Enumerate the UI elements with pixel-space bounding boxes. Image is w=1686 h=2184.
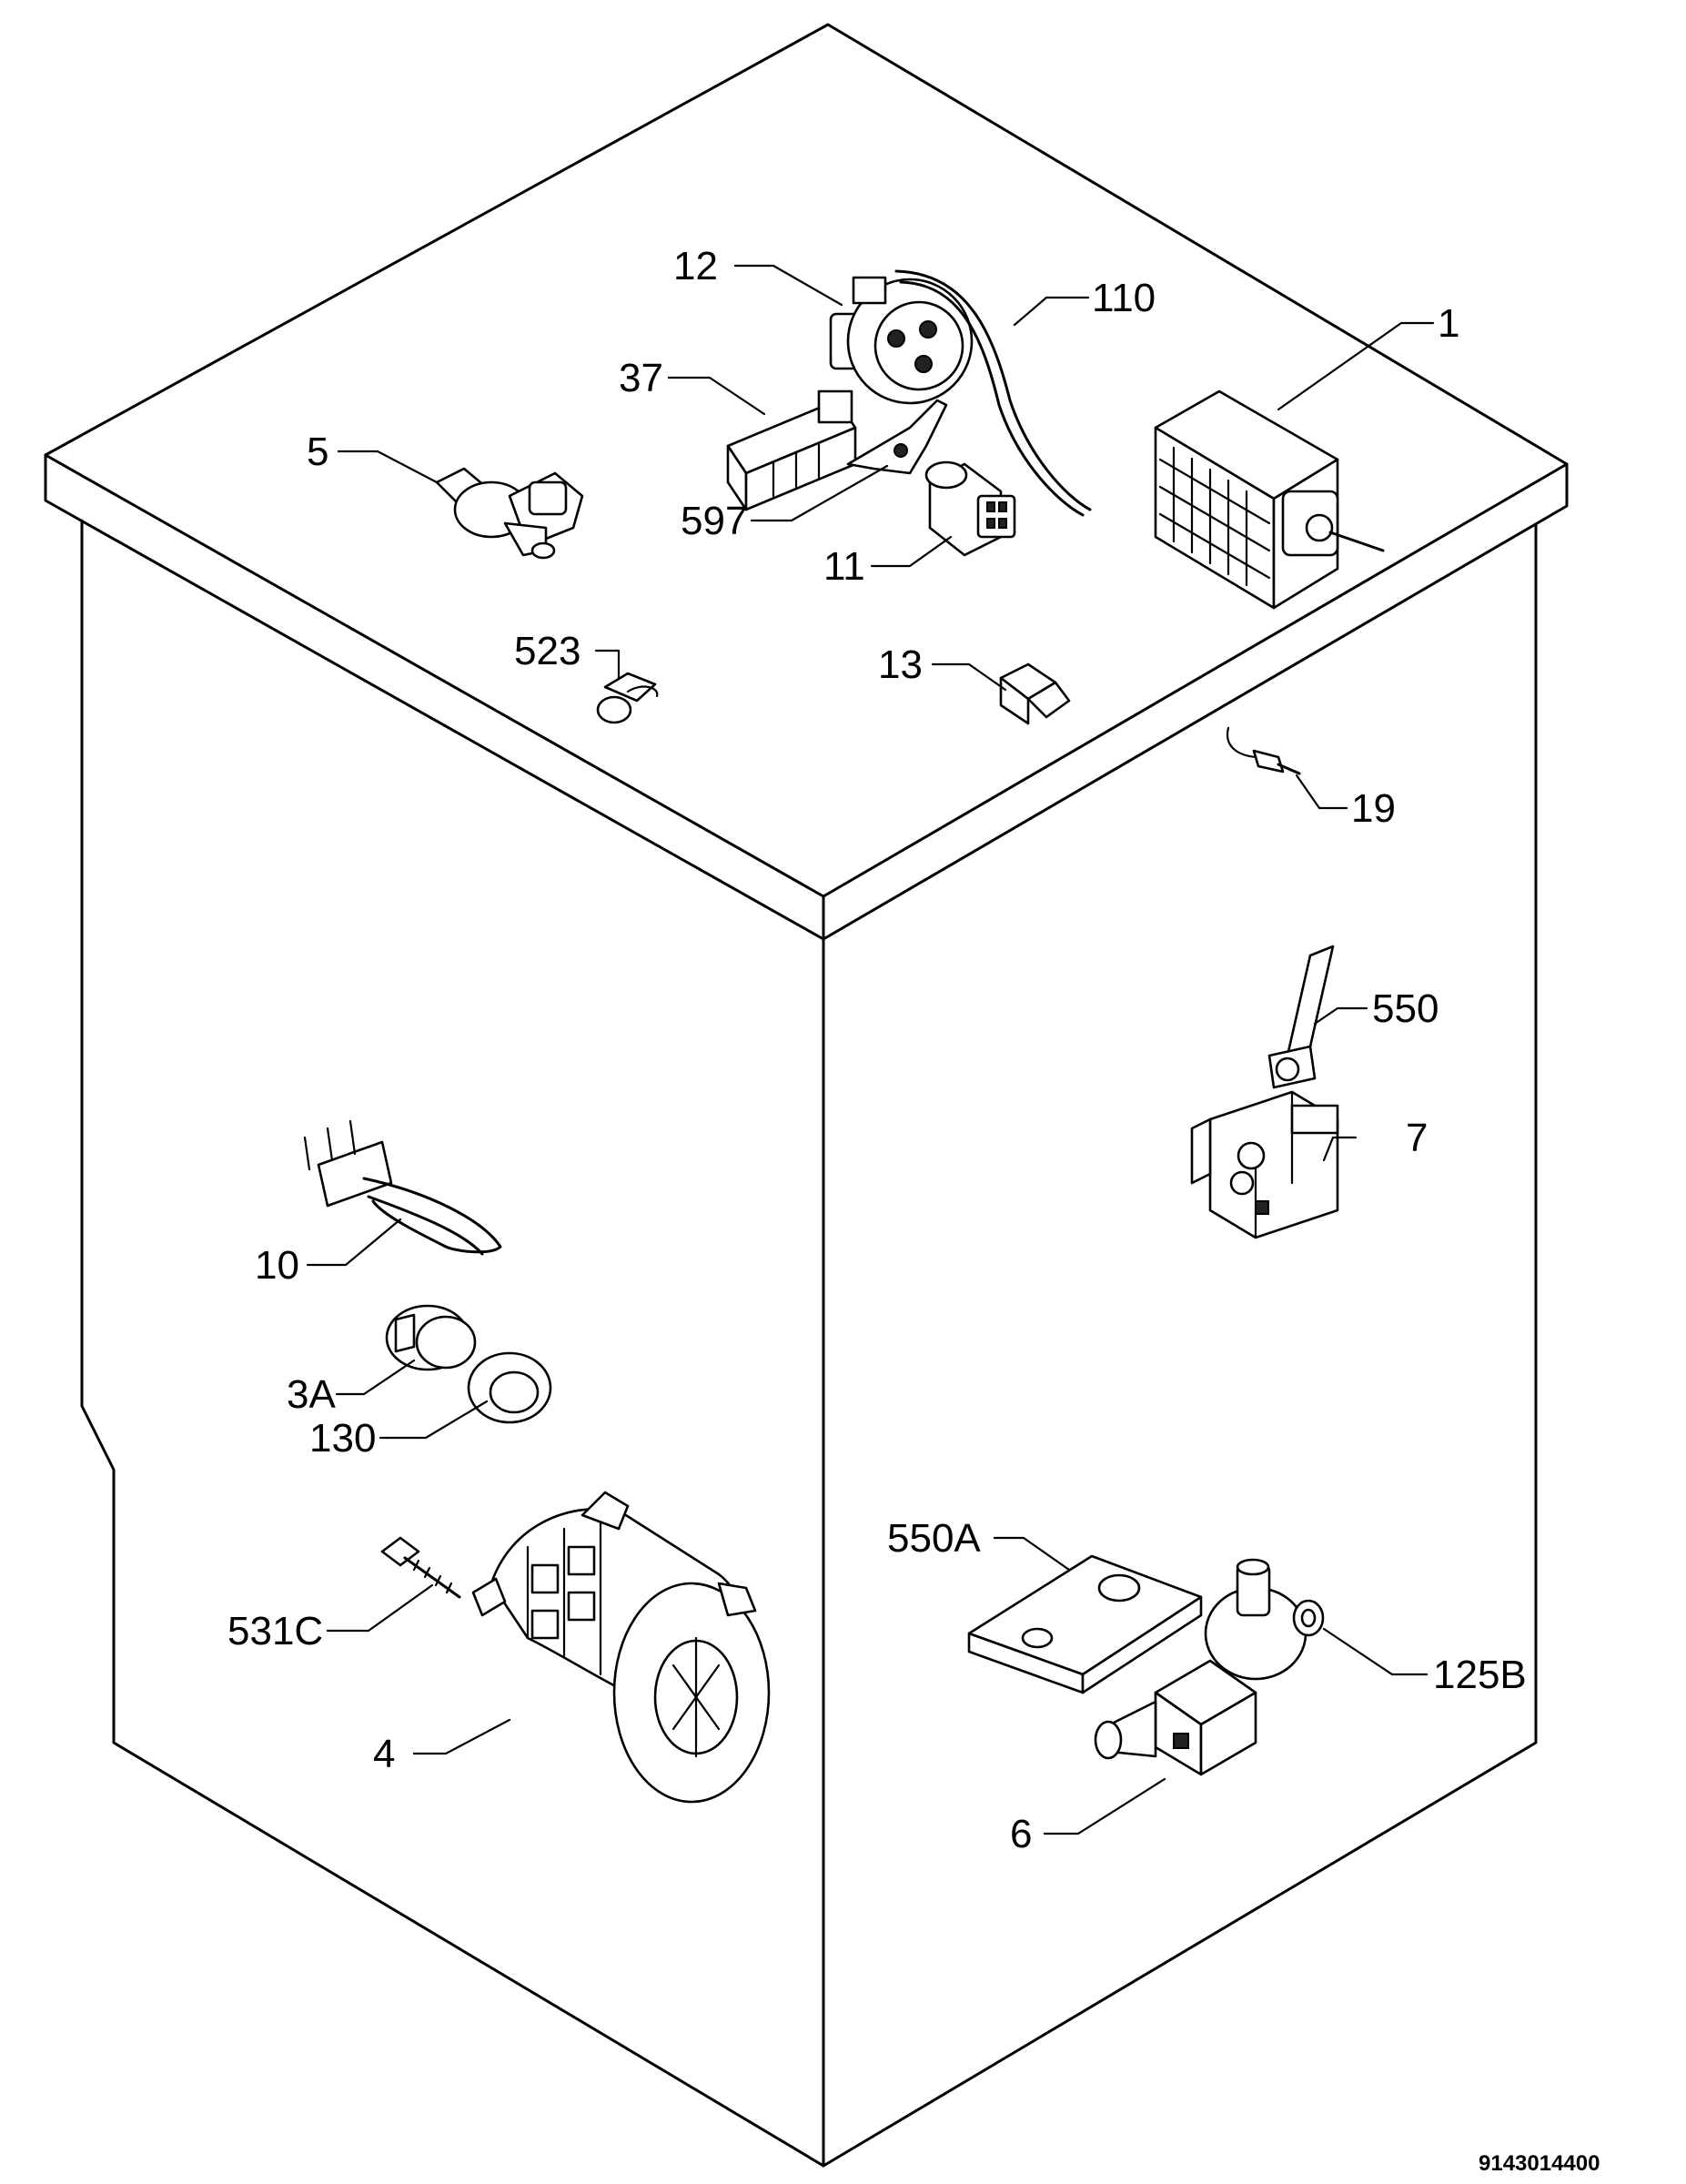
component-part-3a[interactable]	[385, 1304, 477, 1371]
temperature-sensor-part-19[interactable]	[1226, 726, 1301, 775]
label-part-550: 550	[1372, 986, 1439, 1031]
terminal-block-part-37[interactable]	[726, 389, 857, 511]
drain-pump-part-6[interactable]	[1094, 1558, 1307, 1776]
label-part-37: 37	[619, 356, 663, 400]
cabinet-outline	[44, 23, 1569, 2168]
screw-part-531c[interactable]	[380, 1536, 461, 1599]
programme-timer-part-1[interactable]	[1154, 389, 1385, 610]
seal-ring-part-130[interactable]	[467, 1351, 552, 1424]
label-part-1: 1	[1438, 301, 1459, 346]
lever-part-550[interactable]	[1267, 945, 1335, 1089]
pressure-switch-part-12[interactable]	[829, 276, 974, 405]
label-part-110: 110	[1092, 276, 1156, 320]
drawing-code: 9143014400	[1479, 2151, 1600, 2176]
capacitor-part-11[interactable]	[924, 460, 1016, 557]
label-part-5: 5	[307, 430, 328, 474]
label-part-125b: 125B	[1433, 1653, 1527, 1697]
label-part-12: 12	[673, 244, 718, 288]
label-part-523: 523	[514, 629, 581, 673]
label-part-550a: 550A	[887, 1516, 981, 1561]
clip-part-597[interactable]	[846, 399, 948, 475]
leader-lines	[306, 264, 1435, 1835]
heater-element-part-10[interactable]	[303, 1119, 502, 1256]
label-part-10: 10	[255, 1243, 299, 1288]
label-part-19: 19	[1351, 786, 1396, 831]
washer-part-125b[interactable]	[1292, 1599, 1325, 1637]
label-part-531c: 531C	[227, 1609, 323, 1653]
label-part-130: 130	[309, 1416, 376, 1461]
part-labels: 12 110 1 37 5 597 11 523 13 19 550 7 10 …	[227, 244, 1527, 1856]
label-part-13: 13	[878, 642, 923, 687]
label-part-7: 7	[1406, 1116, 1428, 1160]
label-part-6: 6	[1010, 1812, 1032, 1856]
connector-part-13[interactable]	[999, 662, 1071, 725]
cover-part-550a[interactable]	[967, 1554, 1203, 1694]
label-part-11: 11	[823, 544, 865, 589]
label-part-4: 4	[373, 1732, 395, 1776]
label-part-597: 597	[681, 499, 747, 543]
label-part-3a: 3A	[287, 1372, 336, 1417]
inlet-valve-part-5[interactable]	[435, 467, 584, 560]
pressure-hose-part-110[interactable]	[894, 269, 1092, 517]
motor-part-4[interactable]	[471, 1491, 771, 1804]
clip-part-523[interactable]	[596, 672, 659, 724]
door-interlock-part-7[interactable]	[1190, 1090, 1339, 1239]
